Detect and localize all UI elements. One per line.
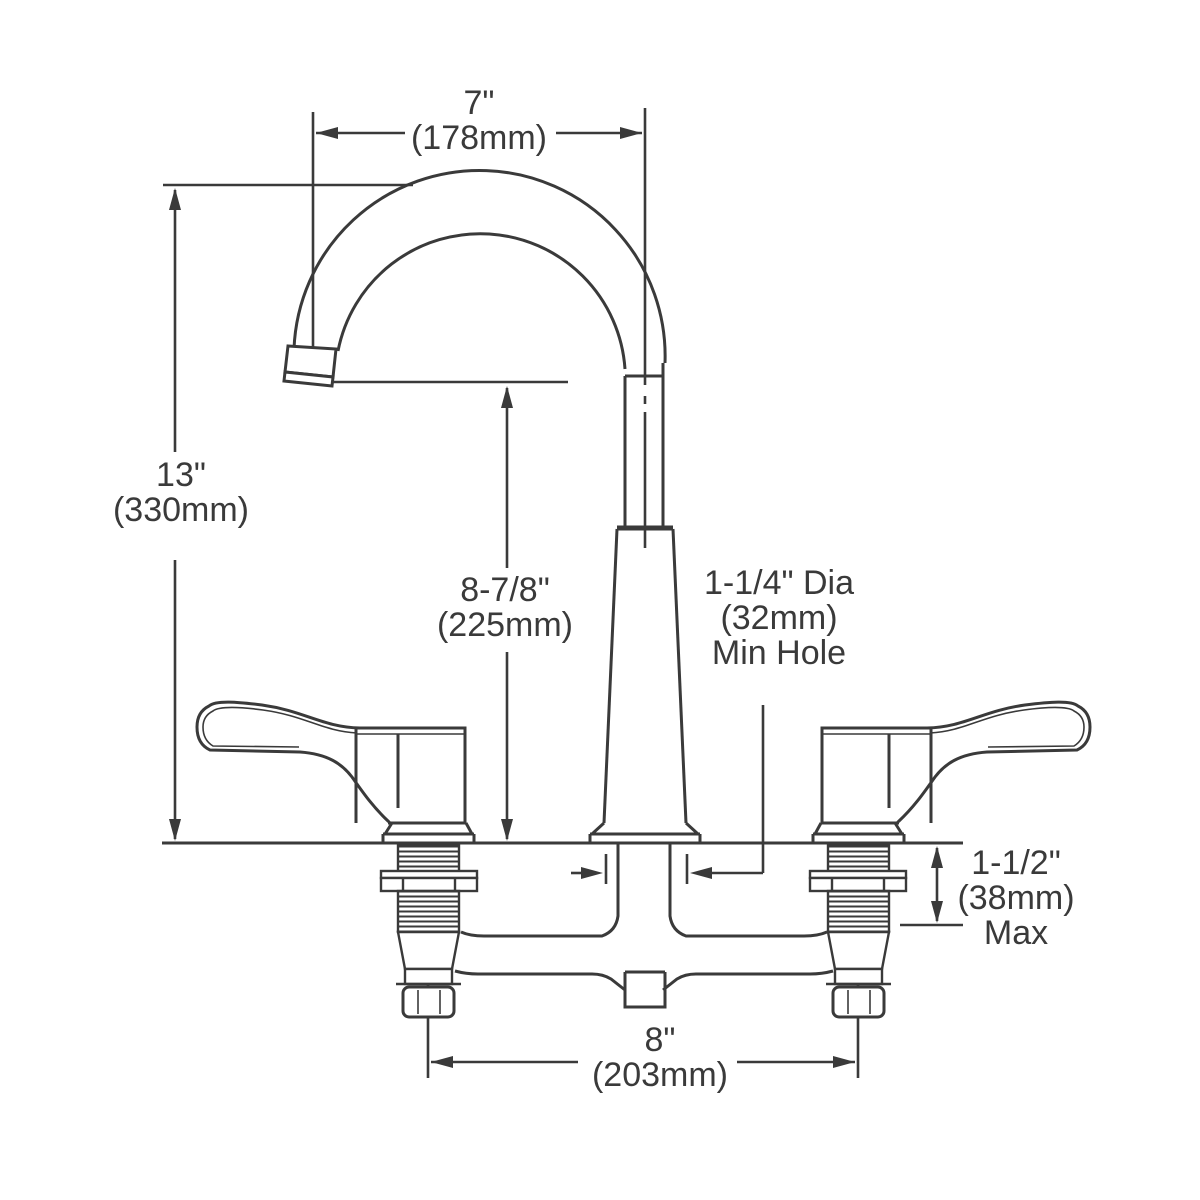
dim-spout-height: 8-7/8" (225mm) bbox=[437, 573, 573, 643]
dim-min-hole-note: Min Hole bbox=[711, 634, 847, 672]
dim-centers-in: 8" bbox=[644, 1021, 676, 1059]
dim-spout-height-in: 8-7/8" bbox=[460, 571, 550, 609]
dim-overall-height: 13" (330mm) bbox=[113, 458, 249, 528]
dim-spout-reach-in: 7" bbox=[463, 84, 495, 122]
dim-min-hole-dia: 1-1/4" Dia bbox=[703, 564, 855, 602]
dim-overall-height-mm: (330mm) bbox=[112, 491, 250, 529]
dim-deck-max-mm: (38mm) bbox=[957, 879, 1075, 917]
dim-spout-reach: 7" (178mm) bbox=[411, 86, 547, 156]
dim-overall-height-in: 13" bbox=[156, 456, 206, 494]
dim-deck-max-note: Max bbox=[983, 914, 1049, 952]
dim-centers-mm: (203mm) bbox=[591, 1056, 729, 1094]
dimension-arrowheads bbox=[169, 127, 943, 1068]
dim-deck-max-in: 1-1/2" bbox=[971, 844, 1061, 882]
left-shank bbox=[379, 843, 479, 1019]
faucet-body bbox=[588, 525, 702, 843]
dim-centers: 8" (203mm) bbox=[592, 1023, 728, 1093]
dim-deck-max: 1-1/2" (38mm) Max bbox=[957, 846, 1074, 951]
dim-min-hole-mm: (32mm) bbox=[720, 599, 838, 637]
right-shank bbox=[808, 843, 908, 1019]
dim-min-hole: 1-1/4" Dia (32mm) Min Hole bbox=[704, 566, 854, 671]
gooseneck-spout bbox=[282, 168, 667, 527]
dim-spout-reach-mm: (178mm) bbox=[410, 119, 548, 157]
dim-spout-height-mm: (225mm) bbox=[436, 606, 574, 644]
right-handle bbox=[811, 700, 1092, 843]
left-handle bbox=[195, 700, 476, 843]
supply-tee bbox=[454, 843, 834, 1009]
